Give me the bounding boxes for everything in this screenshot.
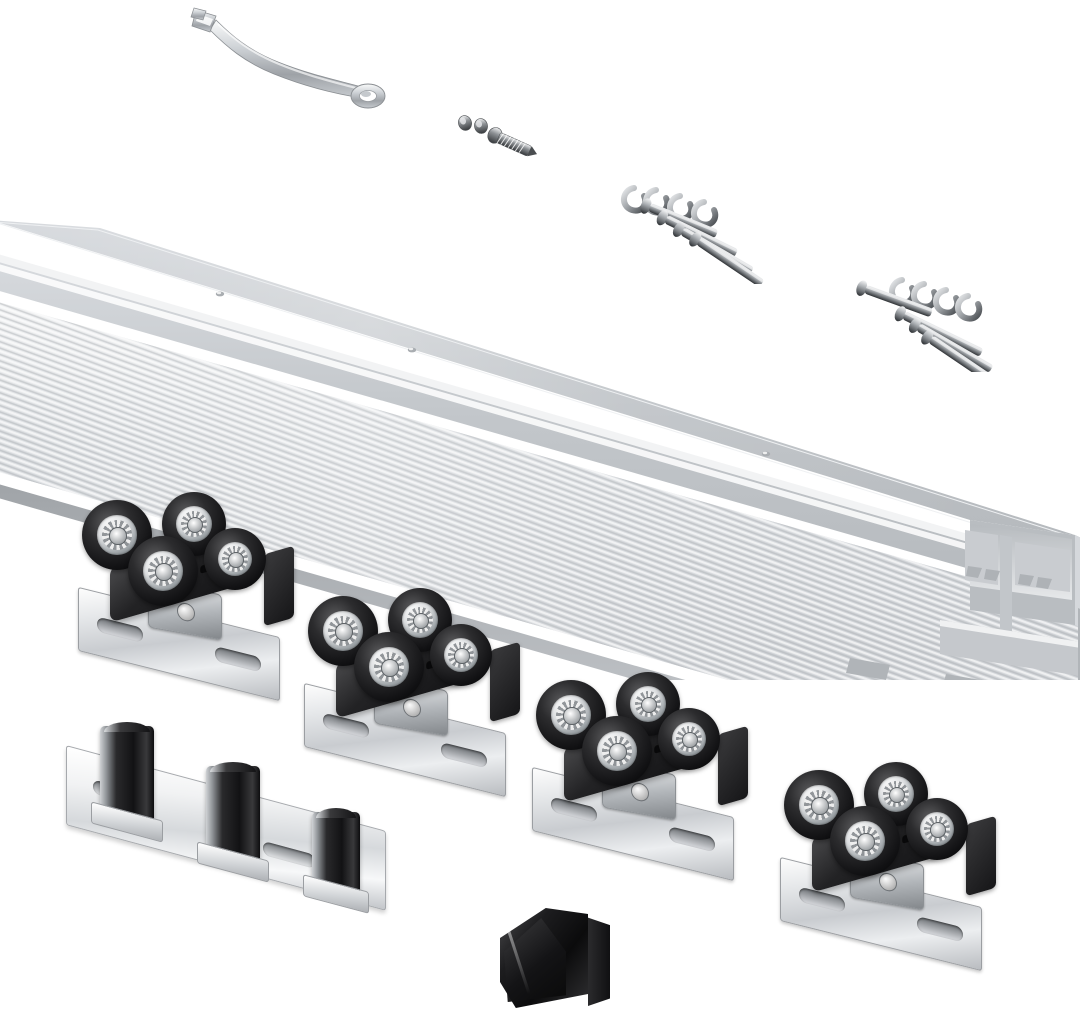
carriage-end-tab bbox=[718, 725, 748, 807]
roller-carriage bbox=[296, 566, 526, 798]
carriage-wheel bbox=[906, 798, 968, 860]
carriage-wheel bbox=[830, 806, 900, 876]
floor-guide-post bbox=[197, 762, 269, 883]
floor-guide-slot bbox=[263, 840, 315, 869]
door-stopper bbox=[500, 908, 610, 1020]
carriage-end-tab bbox=[264, 545, 294, 627]
floor-guide-post bbox=[303, 808, 369, 914]
carriage-wheel bbox=[354, 632, 424, 702]
small-screws-group bbox=[452, 110, 552, 176]
carriage-wheel bbox=[128, 536, 198, 606]
bolts-and-anchors-group-b bbox=[844, 266, 1044, 387]
carriage-wheel bbox=[430, 624, 492, 686]
bolts-and-anchors-group-a bbox=[610, 172, 810, 287]
carriage-wheel bbox=[162, 492, 226, 556]
carriage-end-tab bbox=[966, 815, 996, 897]
carriage-wheel bbox=[204, 528, 266, 590]
carriage-wheel bbox=[582, 716, 652, 786]
roller-carriage bbox=[70, 470, 300, 702]
floor-guide-post bbox=[91, 722, 163, 843]
floor-guide bbox=[66, 722, 406, 936]
adjustment-wrench bbox=[186, 6, 396, 116]
carriage-end-tab bbox=[490, 641, 520, 723]
carriage-wheel bbox=[82, 500, 152, 570]
carriage-wheel bbox=[658, 708, 720, 770]
scene-caption: Exploded product photo of a top-hung sli… bbox=[0, 0, 1, 1]
roller-carriage bbox=[772, 740, 1002, 972]
carriage-wheel bbox=[388, 588, 452, 652]
roller-carriage bbox=[524, 650, 754, 882]
